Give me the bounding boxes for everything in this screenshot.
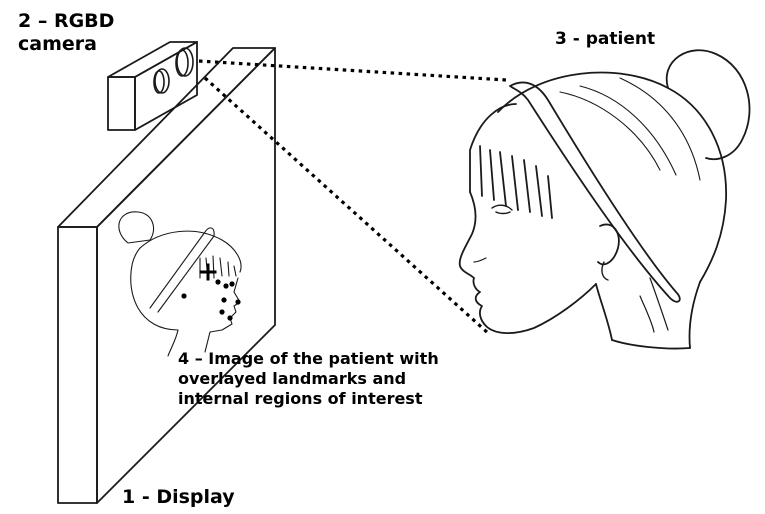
camera-lens-left: [153, 68, 170, 94]
patient-neck-hair: [639, 277, 669, 333]
patient-head-back: [497, 71, 727, 283]
display-edge-face: [57, 226, 98, 504]
patient-bangs: [469, 103, 553, 219]
image-label: 4 – Image of the patient with overlayed …: [178, 349, 439, 409]
thumb-head: [130, 247, 179, 331]
patient-earring: [601, 261, 609, 281]
patient-nose-line: [473, 257, 487, 263]
patient-thumbnail: [118, 211, 242, 357]
thumb-headband: [149, 227, 215, 313]
image-label-line3: internal regions of interest: [178, 389, 423, 408]
camera-side-face: [107, 76, 136, 131]
patient-neck: [595, 281, 701, 349]
patient-ear: [597, 223, 620, 266]
display-front-face: [96, 47, 276, 504]
landmark-dot: [223, 283, 229, 289]
landmark-dot: [229, 281, 235, 287]
sight-line-lower: [203, 76, 490, 335]
patient: [458, 49, 751, 350]
camera-label-line1: 2 – RGBD: [18, 10, 115, 32]
thumb-neck: [167, 329, 179, 357]
landmark-dot: [227, 315, 233, 321]
rgbd-camera: [107, 41, 198, 131]
landmark-dot: [215, 279, 221, 285]
camera-label: 2 – RGBD camera: [18, 10, 114, 56]
patient-headband: [509, 81, 681, 303]
image-label-line1: 4 – Image of the patient with: [178, 349, 439, 368]
camera-top-face: [107, 41, 198, 78]
patient-shoulder: [611, 339, 691, 350]
thumb-bun: [118, 211, 155, 244]
landmark-dot: [219, 309, 225, 315]
thumb-bangs: [199, 255, 237, 281]
display-label: 1 - Display: [122, 486, 235, 508]
landmark-dot: [181, 293, 187, 299]
patient-label: 3 - patient: [555, 29, 656, 49]
landmark-dot: [221, 297, 227, 303]
camera-lens-right: [175, 47, 194, 77]
plus-cross-icon: [199, 263, 217, 281]
patient-bun: [665, 49, 751, 161]
sight-line-upper: [198, 59, 507, 82]
thumb-profile: [204, 277, 241, 353]
patient-face-profile: [458, 191, 597, 334]
landmark-dot: [235, 299, 241, 305]
display: [57, 47, 276, 504]
landmarks: [181, 279, 241, 321]
patient-eye: [491, 204, 513, 215]
image-label-line2: overlayed landmarks and: [178, 369, 407, 388]
display-side-face: [57, 47, 276, 228]
camera-label-line2: camera: [18, 33, 97, 55]
thumb-hairline: [139, 230, 242, 273]
field-of-view-lines: [198, 59, 507, 335]
camera-front-face: [134, 41, 198, 131]
patient-hair-strands: [559, 77, 701, 181]
